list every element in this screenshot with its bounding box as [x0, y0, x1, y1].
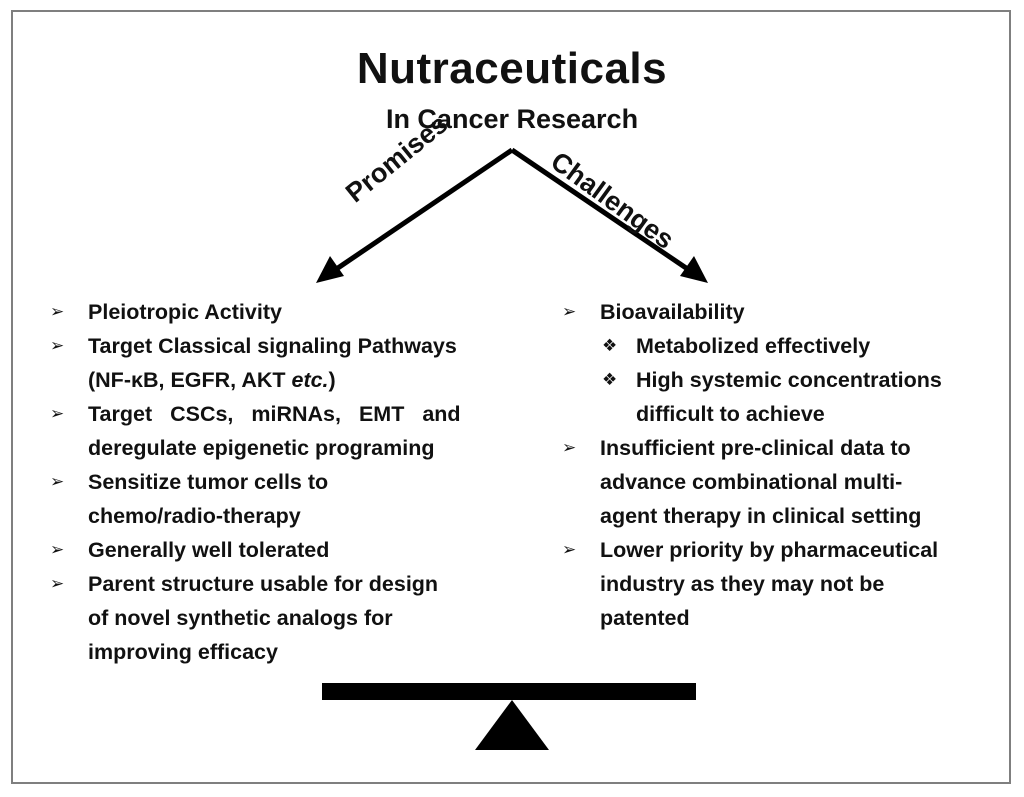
list-item: ➢ Parent structure usable for design of … [50, 567, 510, 669]
item-line: Target CSCs, miRNAs, EMT and [88, 402, 461, 426]
arrow-left-shaft [330, 147, 514, 275]
list-item: ➢ Lower priority by pharmaceutical indus… [562, 533, 992, 635]
promises-list: ➢ Pleiotropic Activity ➢ Target Classica… [50, 295, 510, 669]
item-line: High systemic concentrations [636, 368, 942, 392]
item-line-italic: etc. [291, 368, 329, 392]
item-line-text: (NF-κB, EGFR, AKT [88, 368, 292, 392]
list-item: ➢ Pleiotropic Activity [50, 295, 510, 329]
item-line: advance combinational multi- [600, 470, 903, 494]
item-line: Target Classical signaling Pathways [88, 334, 457, 358]
arrow-bullet-icon: ➢ [562, 540, 577, 559]
item-line: Lower priority by pharmaceutical [600, 538, 939, 562]
item-line: deregulate epigenetic programing [88, 436, 435, 460]
item-line-text: ) [328, 368, 336, 392]
item-line: of novel synthetic analogs for [88, 606, 393, 630]
item-line: agent therapy in clinical setting [600, 504, 922, 528]
challenges-list: ➢ Bioavailability ❖ Metabolized effectiv… [562, 295, 992, 635]
list-item: ➢ Target Classical signaling Pathways (N… [50, 329, 510, 397]
arrow-bullet-icon: ➢ [50, 574, 65, 593]
balance-beam [322, 683, 696, 700]
item-line: patented [600, 606, 690, 630]
arrow-bullet-icon: ➢ [562, 438, 577, 457]
fulcrum-triangle [475, 700, 549, 750]
arrow-right-head [680, 256, 708, 283]
arrow-left-head [316, 256, 344, 283]
sub-list-item: ❖ High systemic concentrations difficult… [562, 363, 992, 431]
figure-frame [11, 10, 1011, 784]
item-line: improving efficacy [88, 640, 278, 664]
item-line: Insufficient pre-clinical data to [600, 436, 911, 460]
arrow-bullet-icon: ➢ [50, 302, 65, 321]
list-item: ➢ Target CSCs, miRNAs, EMT and deregulat… [50, 397, 510, 465]
diamond-bullet-icon: ❖ [602, 336, 618, 355]
list-item: ➢ Insufficient pre-clinical data to adva… [562, 431, 992, 533]
item-text: Pleiotropic Activity [88, 300, 282, 324]
item-line: Sensitize tumor cells to [88, 470, 329, 494]
figure-title: Nutraceuticals [356, 44, 668, 93]
arrow-right-shaft [510, 147, 694, 275]
item-text: Generally well tolerated [88, 538, 330, 562]
arrow-bullet-icon: ➢ [50, 404, 65, 423]
list-item: ➢ Generally well tolerated [50, 533, 510, 567]
diamond-bullet-icon: ❖ [602, 370, 618, 389]
list-item: ➢ Bioavailability [562, 295, 992, 329]
item-line: difficult to achieve [636, 402, 825, 426]
figure-subtitle: In Cancer Research [385, 104, 639, 134]
item-line: Parent structure usable for design [88, 572, 439, 596]
arrow-bullet-icon: ➢ [50, 540, 65, 559]
item-text: Bioavailability [600, 300, 745, 324]
sub-list-item: ❖ Metabolized effectively [562, 329, 992, 363]
item-line: chemo/radio-therapy [88, 504, 301, 528]
item-text: Metabolized effectively [636, 334, 871, 358]
item-line: (NF-κB, EGFR, AKT etc.) [88, 363, 510, 397]
arrow-bullet-icon: ➢ [50, 336, 65, 355]
arrow-bullet-icon: ➢ [562, 302, 577, 321]
item-line: industry as they may not be [600, 572, 885, 596]
list-item: ➢ Sensitize tumor cells to chemo/radio-t… [50, 465, 510, 533]
arrow-bullet-icon: ➢ [50, 472, 65, 491]
